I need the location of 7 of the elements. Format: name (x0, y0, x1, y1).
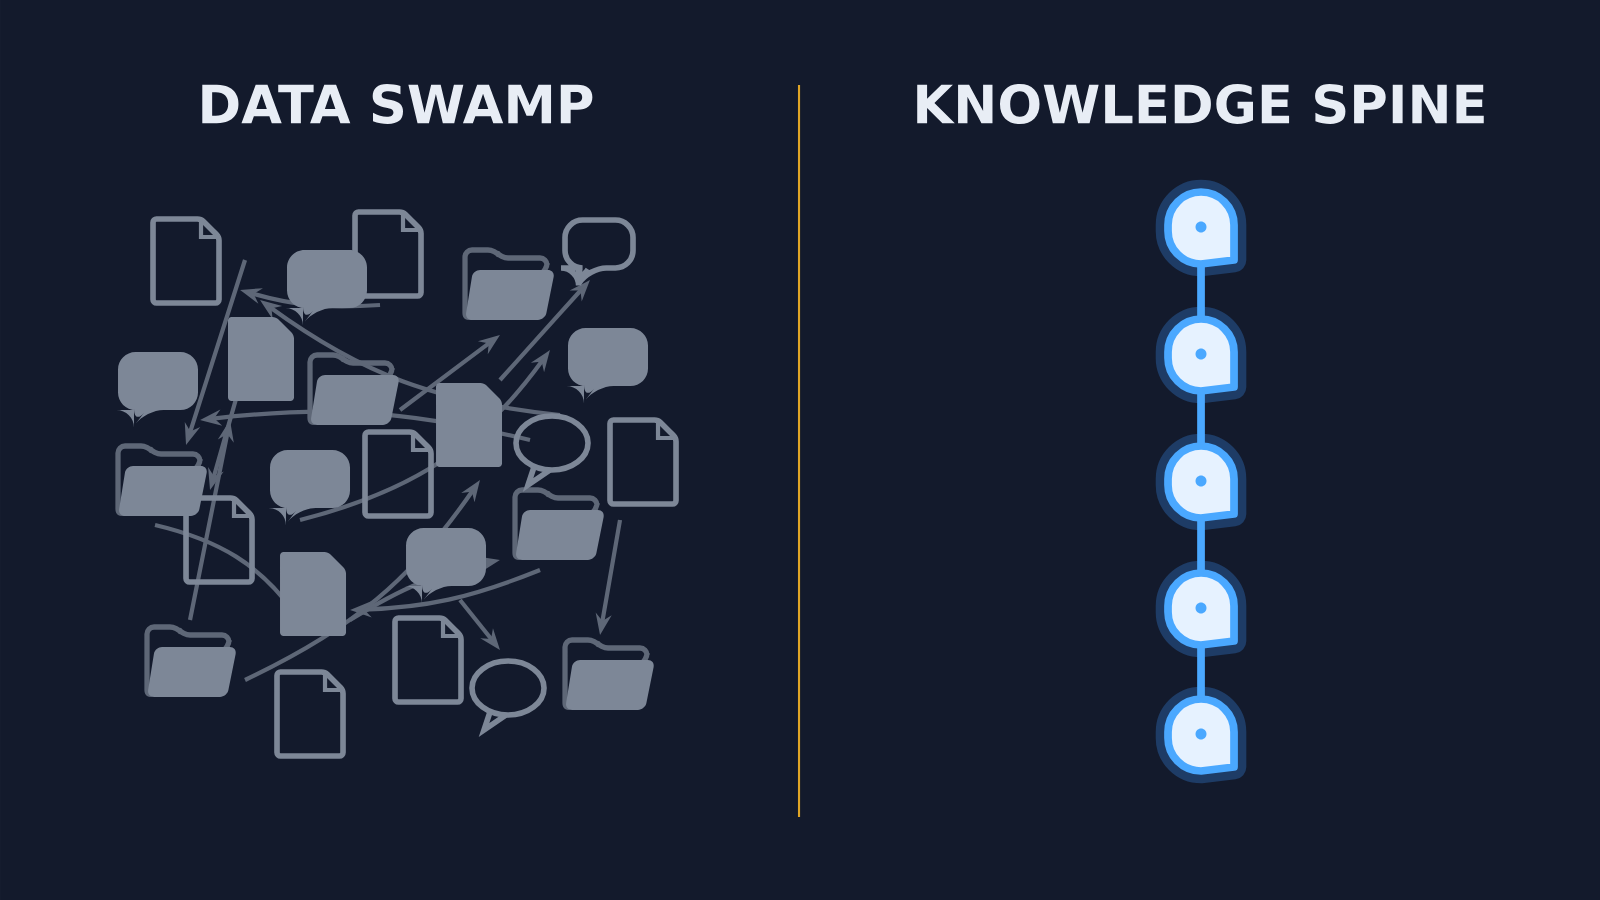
spine-node (1155, 686, 1247, 784)
heading: DATA SWAMP (202, 84, 593, 124)
spine-node (1155, 433, 1247, 531)
spine-node (1155, 179, 1247, 277)
spine-node (1155, 306, 1247, 404)
heading: KNOWLEDGE SPINE (917, 84, 1484, 124)
spine-node (1155, 560, 1247, 658)
